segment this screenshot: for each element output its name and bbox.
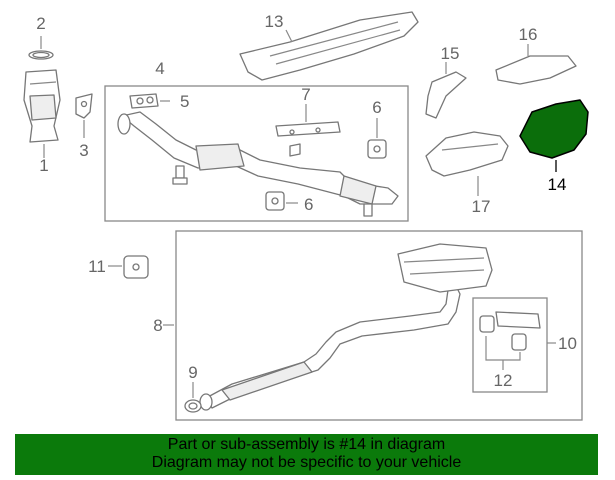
part-11-insulator xyxy=(108,255,149,279)
bolt-4 xyxy=(172,165,188,185)
part-14-heat-shield-highlighted xyxy=(519,99,589,172)
callout-9: 9 xyxy=(188,363,197,382)
bolt-4b xyxy=(363,203,373,217)
callout-10: 10 xyxy=(558,334,577,353)
part-9-gasket xyxy=(184,382,202,413)
part-17-heat-shield xyxy=(425,131,509,196)
callout-6-lower: 6 xyxy=(304,195,313,214)
part-5-flange-gasket xyxy=(129,93,170,109)
callout-13: 13 xyxy=(265,12,284,31)
part-6-insulator-lower xyxy=(265,191,298,211)
part-3-bracket xyxy=(75,93,93,138)
callout-1: 1 xyxy=(39,156,48,175)
part-4-front-pipe xyxy=(117,111,399,217)
part-2-gasket xyxy=(28,36,54,60)
callout-11: 11 xyxy=(88,257,106,276)
part-6-insulator-upper xyxy=(367,118,387,159)
part-15-shield xyxy=(425,62,467,119)
group-box-4 xyxy=(104,85,409,222)
callout-7: 7 xyxy=(301,85,310,104)
callout-15: 15 xyxy=(441,44,460,63)
callout-3: 3 xyxy=(79,141,88,160)
part-7-hanger-bracket xyxy=(275,104,341,157)
callout-2: 2 xyxy=(36,14,45,33)
callout-5: 5 xyxy=(180,92,189,111)
info-banner: Part or sub-assembly is #14 in diagram D… xyxy=(15,434,598,475)
part-8-rear-pipe-muffler xyxy=(163,243,493,411)
group-box-10 xyxy=(472,297,548,393)
callout-12: 12 xyxy=(494,371,513,390)
group-box-8 xyxy=(175,230,583,421)
part-16-shield xyxy=(495,44,577,85)
part-1-manifold-converter xyxy=(23,69,61,158)
part-12-insulators xyxy=(479,311,541,370)
callout-8: 8 xyxy=(153,316,162,335)
callout-14-highlighted: 14 xyxy=(548,175,567,194)
banner-line-2: Diagram may not be specific to your vehi… xyxy=(151,454,462,471)
part-14-shape xyxy=(519,99,589,159)
callout-17: 17 xyxy=(472,197,491,216)
banner-line-1: Part or sub-assembly is #14 in diagram xyxy=(167,436,446,453)
part-13-heat-shield xyxy=(239,11,419,81)
callout-16: 16 xyxy=(519,25,538,44)
callout-4: 4 xyxy=(155,59,164,78)
callout-6-upper: 6 xyxy=(372,98,381,117)
